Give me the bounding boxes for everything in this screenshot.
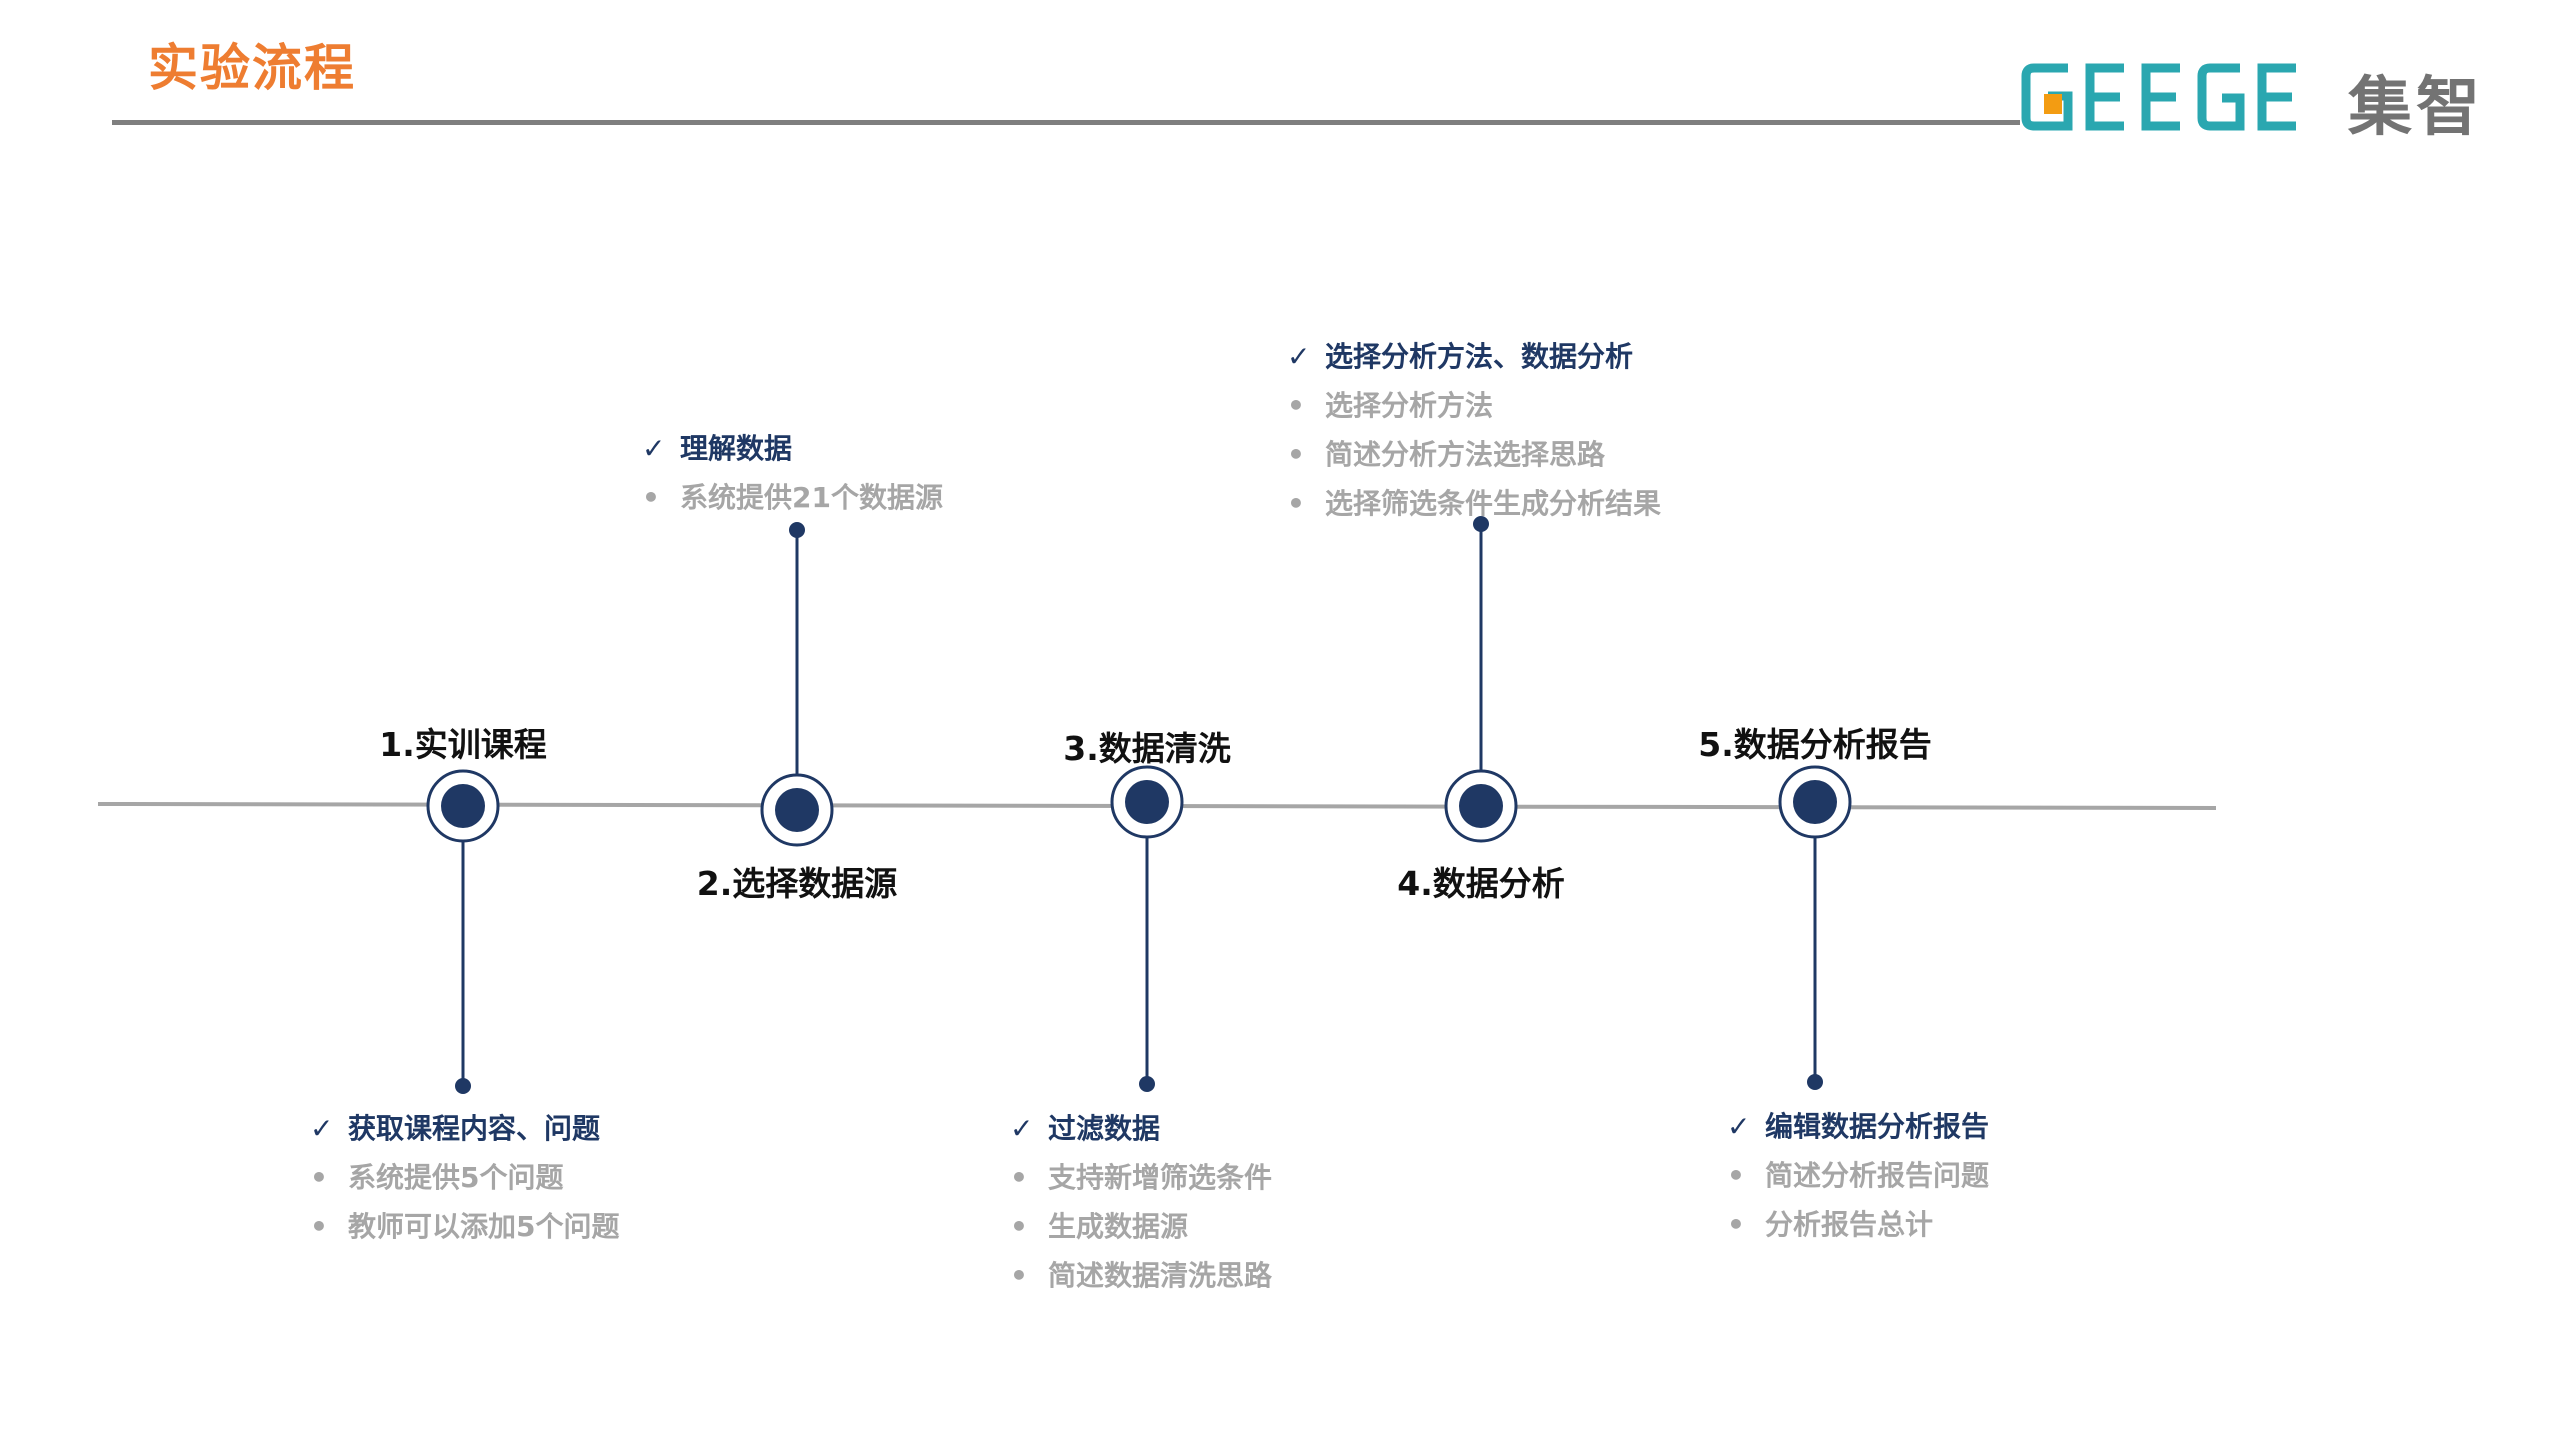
detail-item-text: 选择筛选条件生成分析结果 <box>1325 487 1662 520</box>
bullet-icon: • <box>642 481 660 514</box>
step-node-ring <box>1110 765 1184 839</box>
check-icon: ✓ <box>310 1112 334 1145</box>
check-icon: ✓ <box>1727 1110 1751 1143</box>
detail-heading: ✓ 过滤数据 <box>1010 1104 1272 1153</box>
step-node-ring <box>1778 765 1852 839</box>
detail-item-text: 简述数据清洗思路 <box>1048 1259 1273 1292</box>
step-detail-list: ✓ 理解数据 • 系统提供21个数据源 <box>642 424 943 522</box>
check-icon: ✓ <box>1287 340 1311 373</box>
detail-heading-text: 编辑数据分析报告 <box>1765 1110 1990 1143</box>
detail-item: • 分析报告总计 <box>1727 1200 1989 1249</box>
step-label: 1.实训课程 <box>379 725 547 764</box>
detail-item-text: 简述分析报告问题 <box>1765 1159 1990 1192</box>
step-node-dot <box>775 788 819 832</box>
detail-item-text: 支持新增筛选条件 <box>1048 1161 1273 1194</box>
check-icon: ✓ <box>642 432 666 465</box>
detail-item-text: 系统提供21个数据源 <box>680 481 943 514</box>
step-detail-list: ✓ 编辑数据分析报告 • 简述分析报告问题 • 分析报告总计 <box>1727 1102 1989 1249</box>
step-node-dot <box>1793 780 1837 824</box>
page-title: 实验流程 <box>148 39 356 97</box>
detail-item-text: 教师可以添加5个问题 <box>348 1210 620 1243</box>
geege-logo <box>2021 63 2296 131</box>
detail-heading: ✓ 选择分析方法、数据分析 <box>1287 332 1661 381</box>
bullet-icon: • <box>1287 389 1305 422</box>
detail-item: • 系统提供21个数据源 <box>642 473 943 522</box>
step-label: 4.数据分析 <box>1397 864 1565 903</box>
detail-heading: ✓ 编辑数据分析报告 <box>1727 1102 1989 1151</box>
detail-item: • 简述数据清洗思路 <box>1010 1251 1272 1300</box>
detail-item: • 教师可以添加5个问题 <box>310 1202 619 1251</box>
detail-item: • 简述分析报告问题 <box>1727 1151 1989 1200</box>
step-node-ring <box>426 769 500 843</box>
detail-heading: ✓ 理解数据 <box>642 424 943 473</box>
timeline-axis <box>97 802 2217 810</box>
logo-text: 集智 <box>2348 71 2484 145</box>
detail-item: • 选择筛选条件生成分析结果 <box>1287 479 1661 528</box>
step-node-dot <box>441 784 485 828</box>
bullet-icon: • <box>1287 487 1305 520</box>
detail-item: • 简述分析方法选择思路 <box>1287 430 1661 479</box>
detail-item: • 选择分析方法 <box>1287 381 1661 430</box>
detail-item: • 支持新增筛选条件 <box>1010 1153 1272 1202</box>
connector-dot <box>1807 1074 1823 1090</box>
step-node-dot <box>1125 780 1169 824</box>
step-label: 3.数据清洗 <box>1063 729 1231 768</box>
bullet-icon: • <box>1010 1210 1028 1243</box>
detail-heading-text: 理解数据 <box>680 432 793 465</box>
step-node-ring <box>760 773 834 847</box>
step-node-ring <box>1444 769 1518 843</box>
connector-dot <box>455 1078 471 1094</box>
bullet-icon: • <box>1727 1208 1745 1241</box>
detail-item: • 系统提供5个问题 <box>310 1153 619 1202</box>
step-label: 2.选择数据源 <box>696 864 898 903</box>
bullet-icon: • <box>310 1210 328 1243</box>
bullet-icon: • <box>1010 1161 1028 1194</box>
detail-item: • 生成数据源 <box>1010 1202 1272 1251</box>
detail-heading-text: 选择分析方法、数据分析 <box>1325 340 1634 373</box>
detail-item-text: 生成数据源 <box>1048 1210 1189 1243</box>
bullet-icon: • <box>1727 1159 1745 1192</box>
detail-item-text: 简述分析方法选择思路 <box>1325 438 1606 471</box>
detail-item-text: 系统提供5个问题 <box>348 1161 564 1194</box>
step-detail-list: ✓ 选择分析方法、数据分析 • 选择分析方法 • 简述分析方法选择思路 • 选择筛选条件生成分… <box>1287 332 1661 528</box>
detail-heading: ✓ 获取课程内容、问题 <box>310 1104 619 1153</box>
step-detail-list: ✓ 获取课程内容、问题 • 系统提供5个问题 • 教师可以添加5个问题 <box>310 1104 619 1251</box>
connector-dot <box>789 522 805 538</box>
step-detail-list: ✓ 过滤数据 • 支持新增筛选条件 • 生成数据源 • 简述数据清洗思路 <box>1010 1104 1272 1300</box>
bullet-icon: • <box>1010 1259 1028 1292</box>
step-label: 5.数据分析报告 <box>1698 725 1932 764</box>
detail-item-text: 选择分析方法 <box>1325 389 1494 422</box>
step-node-dot <box>1459 784 1503 828</box>
check-icon: ✓ <box>1010 1112 1034 1145</box>
bullet-icon: • <box>310 1161 328 1194</box>
detail-heading-text: 过滤数据 <box>1048 1112 1161 1145</box>
header-divider <box>112 120 2020 125</box>
bullet-icon: • <box>1287 438 1305 471</box>
detail-item-text: 分析报告总计 <box>1765 1208 1934 1241</box>
detail-heading-text: 获取课程内容、问题 <box>348 1112 601 1145</box>
connector-dot <box>1139 1076 1155 1092</box>
